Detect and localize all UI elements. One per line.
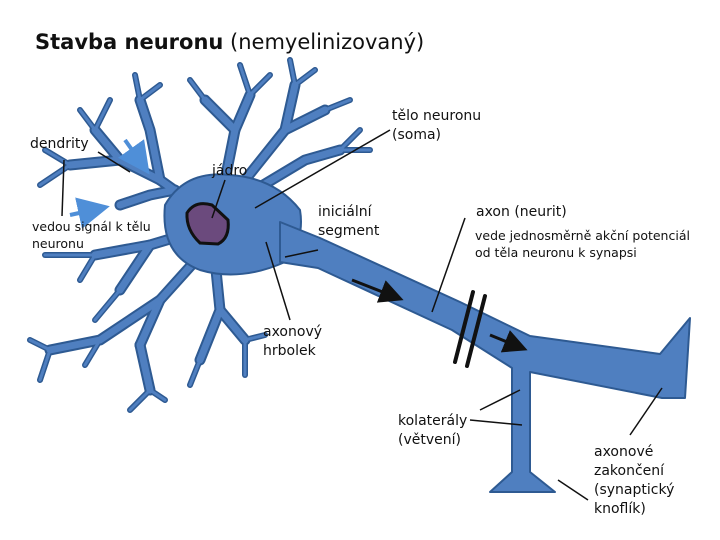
- label-axonove-zakonceni: axonové zakončení (synaptický knoflík): [594, 444, 675, 517]
- label-axon: axon (neurit): [476, 204, 567, 220]
- page-title: Stavba neuronu (nemyelinizovaný): [35, 30, 425, 54]
- axon-break-marks: [453, 290, 487, 368]
- label-inicialni-segment: iniciální segment: [318, 204, 380, 239]
- axon-direction-arrow: [351, 278, 404, 303]
- label-soma: tělo neuronu (soma): [392, 108, 482, 143]
- nucleus: [185, 202, 230, 246]
- label-kolateraly: kolaterály (větvení): [398, 413, 468, 448]
- label-dendrity: dendrity: [30, 136, 89, 152]
- axon-direction-arrow: [489, 330, 528, 353]
- signal-arrow: [118, 138, 150, 175]
- label-jadro: jádro: [212, 163, 248, 179]
- leader-lines: [61, 129, 663, 501]
- signal-arrow: [69, 197, 110, 229]
- label-axonovy-hrbolek: axonový hrbolek: [263, 324, 323, 359]
- label-axon-description: vede jednosměrně akční potenciál od těla…: [475, 228, 690, 260]
- label-signal: vedou signál k tělu neuronu: [32, 219, 151, 251]
